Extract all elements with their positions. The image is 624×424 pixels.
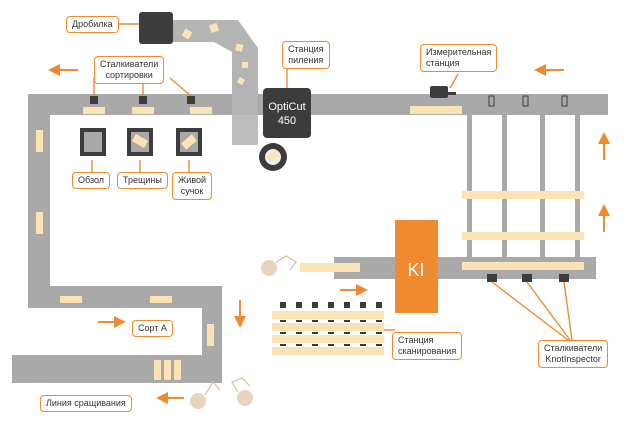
knotinspector-machine: [395, 220, 438, 313]
board: [83, 107, 105, 114]
label-crusher: Дробилка: [66, 16, 119, 33]
board: [207, 324, 214, 346]
sensor-icon: [561, 95, 568, 107]
measuring-station: [430, 86, 568, 107]
label-live-knot: Живой сучок: [172, 172, 213, 200]
board: [208, 22, 220, 34]
board: [236, 76, 246, 86]
label-wane: Обзол: [72, 172, 111, 189]
operator-icon: [190, 380, 221, 409]
saw-blade-icon: [259, 143, 287, 171]
conveyor-top: [28, 94, 608, 115]
board: [190, 107, 212, 114]
label-grade-a: Сорт А: [132, 320, 173, 337]
board: [132, 107, 154, 114]
sensor-icon: [522, 95, 529, 107]
label-sorting-kickers: Сталкиватели сортировки: [94, 56, 165, 84]
board: [174, 360, 181, 380]
operator-icon: [231, 377, 253, 406]
transfer-deck: [462, 110, 584, 270]
kicker-icon: [487, 274, 497, 282]
board: [462, 232, 584, 240]
sawing-outfeed: [232, 115, 258, 145]
ki-kickers: [487, 274, 569, 282]
board-stack: [272, 302, 384, 355]
sorting-bins: [80, 128, 202, 156]
label-splicing-line: Линия сращивания: [40, 395, 132, 412]
board: [235, 43, 244, 52]
leader-lines: [91, 23, 573, 341]
measuring-device: [430, 86, 448, 98]
conveyor-left: [28, 94, 50, 292]
board: [36, 212, 43, 234]
operator-icon: [261, 255, 297, 276]
label-scanning-station: Станция сканирования: [392, 332, 463, 360]
flow-arrows: [48, 64, 610, 404]
label-ki-kickers: Сталкиватели KnotInspector: [538, 340, 609, 368]
board: [150, 296, 172, 303]
opticut-label-2: 450: [278, 115, 296, 127]
board: [164, 360, 171, 380]
kicker-icon: [139, 96, 147, 104]
label-sawing-station: Станция пиления: [282, 41, 330, 69]
board: [36, 130, 43, 152]
ki-label: KI: [407, 260, 424, 280]
board: [462, 262, 584, 270]
kicker-icon: [559, 274, 569, 282]
conveyor-splice: [12, 355, 222, 383]
label-measuring-station: Измерительная станция: [420, 44, 498, 72]
board: [462, 191, 584, 199]
kicker-icon: [90, 96, 98, 104]
board: [154, 360, 161, 380]
opticut-label-1: OptiCut: [268, 101, 305, 113]
conveyor-bottom: [28, 286, 222, 308]
kicker-icon: [187, 96, 195, 104]
board: [242, 62, 248, 68]
label-cracks: Трещины: [117, 172, 168, 189]
boards: [36, 106, 462, 380]
board: [60, 296, 82, 303]
board: [300, 263, 360, 272]
opticut-machine: [263, 88, 311, 138]
chute-boards: [181, 22, 248, 86]
sensor-icon: [488, 95, 495, 107]
board: [410, 106, 462, 114]
crusher-machine: [139, 12, 173, 44]
kicker-icon: [522, 274, 532, 282]
sorting-kickers: [90, 96, 195, 104]
board: [181, 28, 193, 40]
